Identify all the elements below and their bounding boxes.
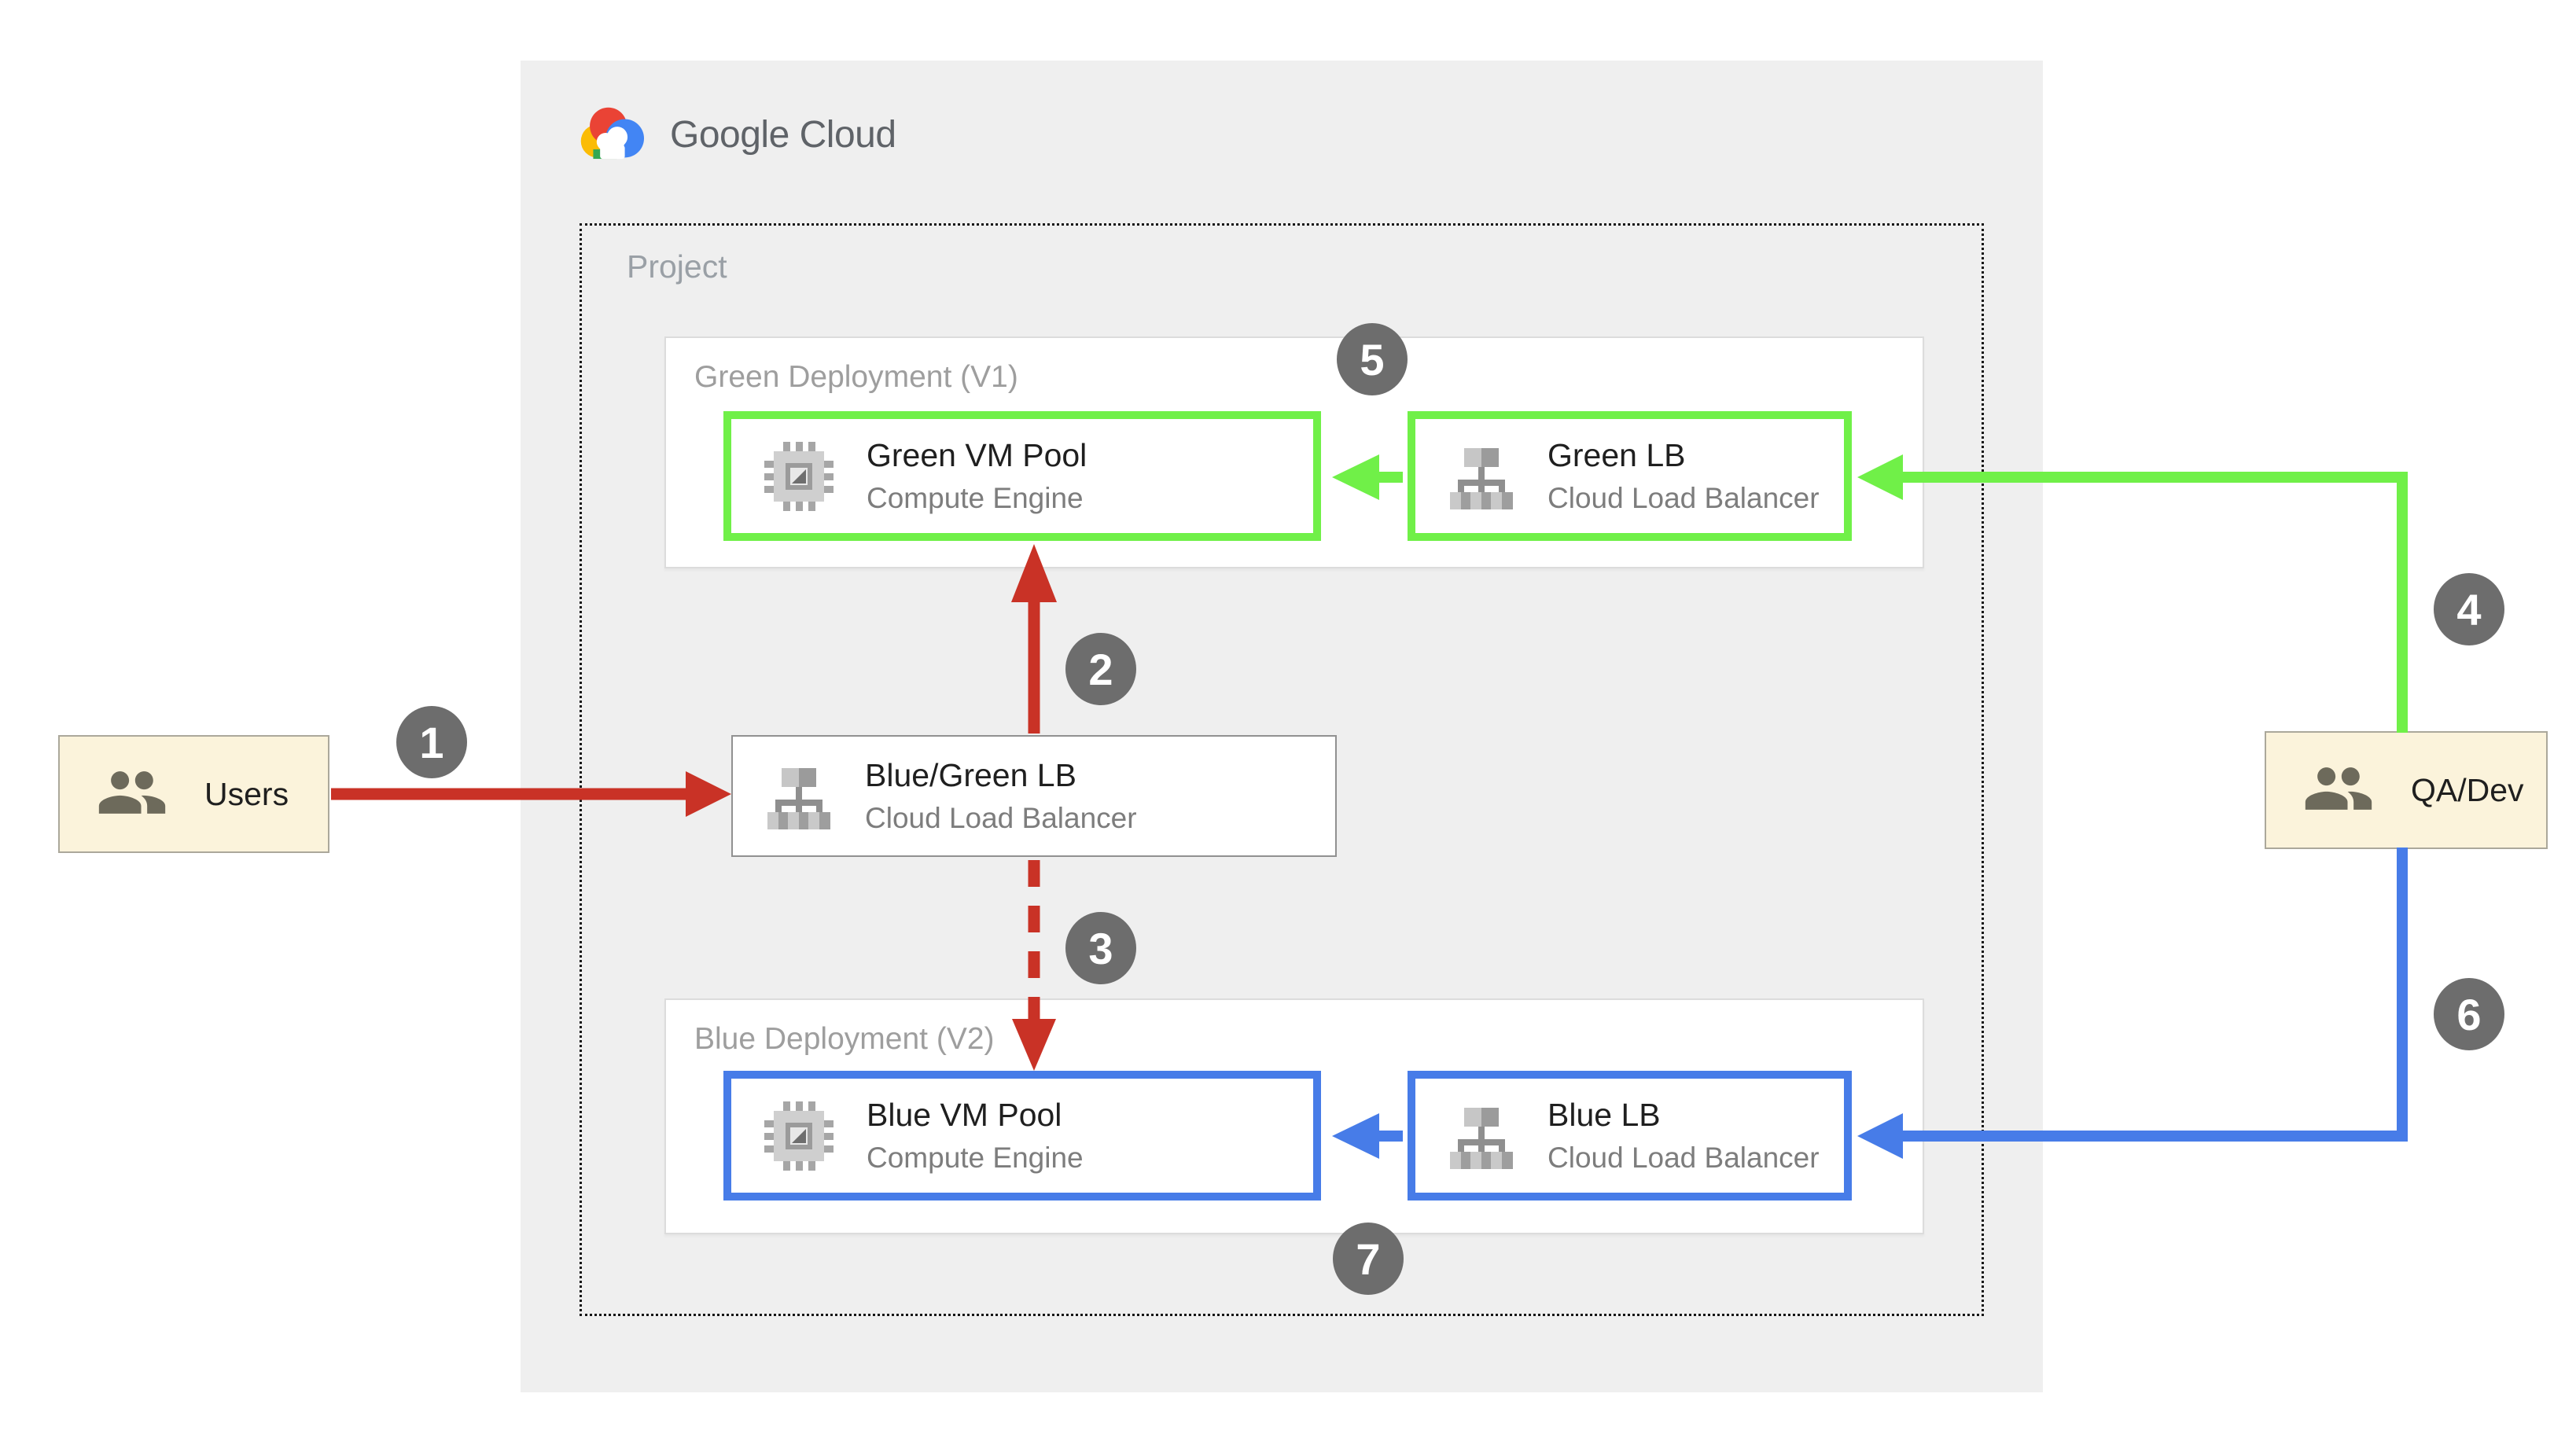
compute-engine-icon: [764, 441, 834, 511]
users-box: Users: [58, 735, 329, 853]
project-label: Project: [627, 248, 727, 285]
green-lb-subtitle: Cloud Load Balancer: [1547, 482, 1820, 514]
users-icon: [2302, 752, 2375, 829]
green-deployment-label: Green Deployment (V1): [694, 360, 1018, 394]
blue-lb-box: Blue LB Cloud Load Balancer: [1408, 1071, 1852, 1201]
logo-text: Google Cloud: [670, 114, 896, 156]
blue-green-lb-box: Blue/Green LB Cloud Load Balancer: [731, 735, 1337, 857]
compute-engine-icon: [764, 1101, 834, 1171]
blue-green-lb-title: Blue/Green LB: [865, 757, 1076, 793]
step-badge-2: 2: [1065, 633, 1136, 705]
users-icon: [96, 756, 168, 833]
step-badge-3: 3: [1065, 912, 1136, 984]
blue-vm-pool-box: Blue VM Pool Compute Engine: [723, 1071, 1321, 1201]
green-lb-title: Green LB: [1547, 437, 1686, 473]
blue-vm-pool-title: Blue VM Pool: [867, 1097, 1062, 1133]
blue-lb-subtitle: Cloud Load Balancer: [1547, 1142, 1820, 1174]
step-badge-4: 4: [2434, 573, 2504, 645]
blue-green-lb-subtitle: Cloud Load Balancer: [865, 802, 1137, 834]
step-badge-5: 5: [1337, 323, 1408, 395]
project-boundary: [580, 223, 1984, 1316]
load-balancer-icon: [1448, 1103, 1514, 1169]
users-label: Users: [204, 775, 289, 812]
google-cloud-icon: [574, 102, 650, 167]
green-lb-box: Green LB Cloud Load Balancer: [1408, 411, 1852, 541]
load-balancer-icon: [766, 763, 832, 829]
qadev-box: QA/Dev: [2265, 731, 2548, 849]
blue-lb-title: Blue LB: [1547, 1097, 1661, 1133]
step-badge-6: 6: [2434, 978, 2504, 1050]
blue-vm-pool-subtitle: Compute Engine: [867, 1142, 1084, 1174]
green-vm-pool-title: Green VM Pool: [867, 437, 1087, 473]
blue-deployment-label: Blue Deployment (V2): [694, 1022, 995, 1056]
qadev-label: QA/Dev: [2411, 771, 2524, 808]
green-vm-pool-box: Green VM Pool Compute Engine: [723, 411, 1321, 541]
green-vm-pool-subtitle: Compute Engine: [867, 482, 1084, 514]
google-cloud-logo: Google Cloud: [574, 102, 896, 167]
step-badge-7: 7: [1333, 1223, 1404, 1295]
step-badge-1: 1: [396, 706, 467, 778]
load-balancer-icon: [1448, 443, 1514, 509]
